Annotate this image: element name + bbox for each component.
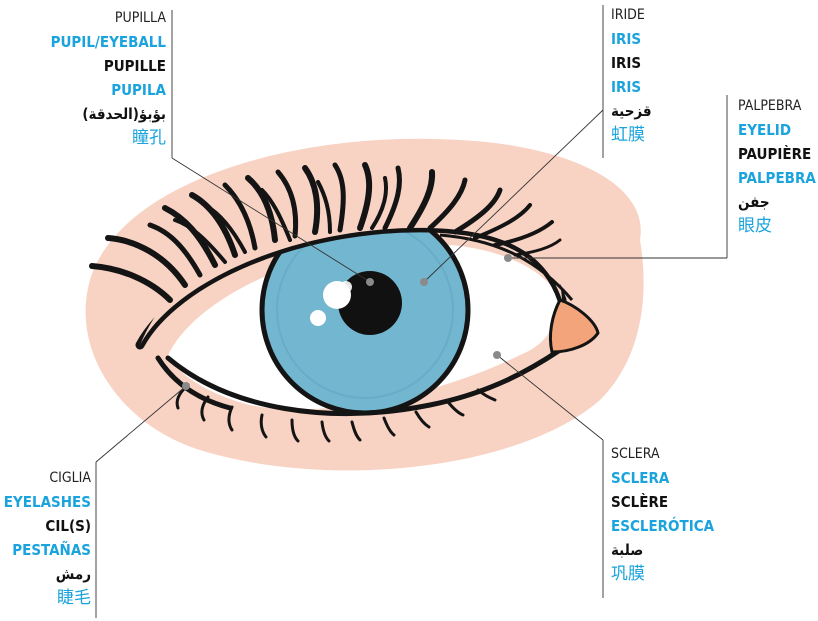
eyelashes-en: EYELASHES bbox=[4, 490, 91, 514]
highlight-medium bbox=[340, 281, 352, 293]
eyelid-zh: 眼皮 bbox=[738, 214, 816, 238]
eyelid-it: PALPEBRA bbox=[738, 94, 816, 118]
pupil-ar: بؤبؤ(الحدقة) bbox=[51, 102, 166, 126]
eyelashes-it: CIGLIA bbox=[4, 466, 91, 490]
iris-zh: 虹膜 bbox=[611, 123, 652, 147]
pupil-en: PUPIL/EYEBALL bbox=[51, 30, 166, 54]
eyelid-es: PALPEBRA bbox=[738, 166, 816, 190]
eyelashes-dot bbox=[182, 382, 190, 390]
sclera-fr: SCLÈRE bbox=[611, 490, 714, 514]
pupil-dot bbox=[366, 278, 374, 286]
eyelid-fr: PAUPIÈRE bbox=[738, 142, 816, 166]
highlight-small bbox=[310, 310, 326, 326]
pupil-zh: 瞳孔 bbox=[51, 126, 166, 150]
sclera-en: SCLERA bbox=[611, 466, 714, 490]
eyelashes-zh: 睫毛 bbox=[4, 586, 91, 610]
label-sclera: SCLERA SCLERA SCLÈRE ESCLERÓTICA صلبة 巩膜 bbox=[611, 442, 714, 586]
iris-es: IRIS bbox=[611, 75, 652, 99]
label-pupil: PUPILLA PUPIL/EYEBALL PUPILLE PUPILA بؤب… bbox=[51, 6, 166, 150]
iris-ar: قزحية bbox=[611, 99, 652, 123]
sclera-zh: 巩膜 bbox=[611, 562, 714, 586]
pupil-it: PUPILLA bbox=[51, 6, 166, 30]
eyelashes-es: PESTAÑAS bbox=[4, 538, 91, 562]
pupil-fr: PUPILLE bbox=[51, 54, 166, 78]
iris-en: IRIS bbox=[611, 27, 652, 51]
sclera-it: SCLERA bbox=[611, 442, 714, 466]
iris-dot bbox=[420, 278, 428, 286]
eyelid-dot bbox=[504, 254, 512, 262]
sclera-ar: صلبة bbox=[611, 538, 714, 562]
eyelid-ar: جفن bbox=[738, 190, 816, 214]
eyelashes-ar: رمش bbox=[4, 562, 91, 586]
pupil-es: PUPILA bbox=[51, 78, 166, 102]
sclera-es: ESCLERÓTICA bbox=[611, 514, 714, 538]
iris-it: IRIDE bbox=[611, 3, 652, 27]
label-eyelashes: CIGLIA EYELASHES CIL(S) PESTAÑAS رمش 睫毛 bbox=[4, 466, 91, 610]
label-eyelid: PALPEBRA EYELID PAUPIÈRE PALPEBRA جفن 眼皮 bbox=[738, 94, 816, 238]
iris-fr: IRIS bbox=[611, 51, 652, 75]
eyelid-en: EYELID bbox=[738, 118, 816, 142]
eyelashes-fr: CIL(S) bbox=[4, 514, 91, 538]
sclera-dot bbox=[493, 351, 501, 359]
label-iris: IRIDE IRIS IRIS IRIS قزحية 虹膜 bbox=[611, 3, 652, 147]
